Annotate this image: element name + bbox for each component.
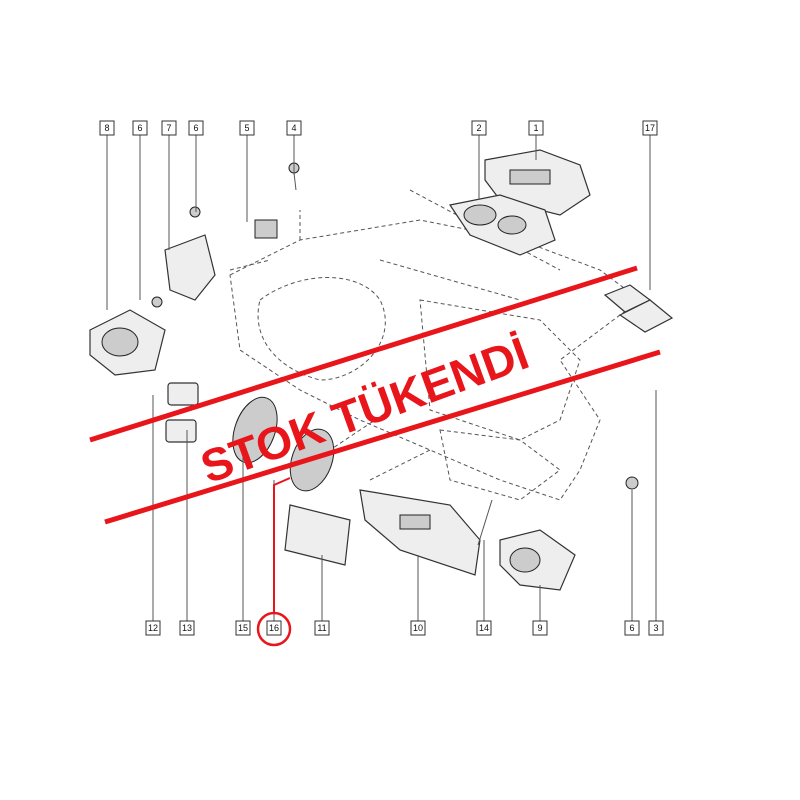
part-cluster-housing-2 [449, 194, 556, 256]
callout-bottom-5: 10 [410, 620, 426, 636]
callout-number: 4 [291, 123, 296, 133]
out-of-stock-overlay: STOK TÜKENDİ [89, 265, 661, 647]
callout-number: 15 [238, 623, 248, 633]
callout-top-6: 2 [471, 120, 487, 136]
part-switch-13 [165, 419, 197, 443]
callout-bottom-3: 16 [266, 620, 282, 636]
highlight-circle [256, 611, 292, 647]
callout-top-4: 5 [239, 120, 255, 136]
part-trim-panel-7 [164, 234, 216, 301]
callout-number: 8 [104, 123, 109, 133]
callout-number: 6 [193, 123, 198, 133]
callout-bottom-9: 3 [648, 620, 664, 636]
callout-top-5: 4 [286, 120, 302, 136]
callout-number: 6 [137, 123, 142, 133]
callout-bottom-6: 14 [476, 620, 492, 636]
callout-number: 16 [269, 623, 279, 633]
strike-line-bottom [104, 349, 661, 525]
callout-top-8: 17 [642, 120, 658, 136]
callout-top-1: 6 [132, 120, 148, 136]
callout-number: 1 [533, 123, 538, 133]
part-rod-14 [477, 499, 493, 546]
callout-number: 3 [653, 623, 658, 633]
callout-number: 9 [537, 623, 542, 633]
part-side-vent-9 [499, 529, 576, 591]
callout-bottom-7: 9 [532, 620, 548, 636]
part-speaker-grilles-17 [603, 284, 674, 333]
part-cover-11 [284, 504, 351, 566]
highlight-leader [273, 477, 291, 612]
callout-number: 14 [479, 623, 489, 633]
callout-top-7: 1 [528, 120, 544, 136]
callout-number: 6 [629, 623, 634, 633]
callout-number: 13 [182, 623, 192, 633]
callout-number: 5 [244, 123, 249, 133]
callout-number: 11 [317, 623, 326, 633]
callout-number: 17 [645, 123, 655, 133]
callout-top-3: 6 [188, 120, 204, 136]
callout-number: 12 [148, 623, 158, 633]
callout-top-2: 7 [161, 120, 177, 136]
callout-labels: 8 6 7 6 5 4 2 1 17 12 13 15 16 11 10 14 9 6 3 [99, 120, 664, 636]
callout-bottom-1: 13 [179, 620, 195, 636]
part-switch-12 [167, 382, 199, 406]
callout-number: 2 [476, 123, 481, 133]
callout-bottom-8: 6 [624, 620, 640, 636]
part-screw-6 [151, 206, 639, 490]
callout-number: 7 [166, 123, 171, 133]
part-clip-5 [254, 219, 278, 239]
part-glovebox-10 [359, 489, 481, 576]
callout-bottom-0: 12 [145, 620, 161, 636]
callout-bottom-4: 11 [314, 620, 330, 636]
callout-number: 10 [413, 623, 423, 633]
part-side-vent-8 [89, 309, 166, 376]
strike-line-top [89, 265, 638, 443]
callout-bottom-2: 15 [235, 620, 251, 636]
callout-top-0: 8 [99, 120, 115, 136]
